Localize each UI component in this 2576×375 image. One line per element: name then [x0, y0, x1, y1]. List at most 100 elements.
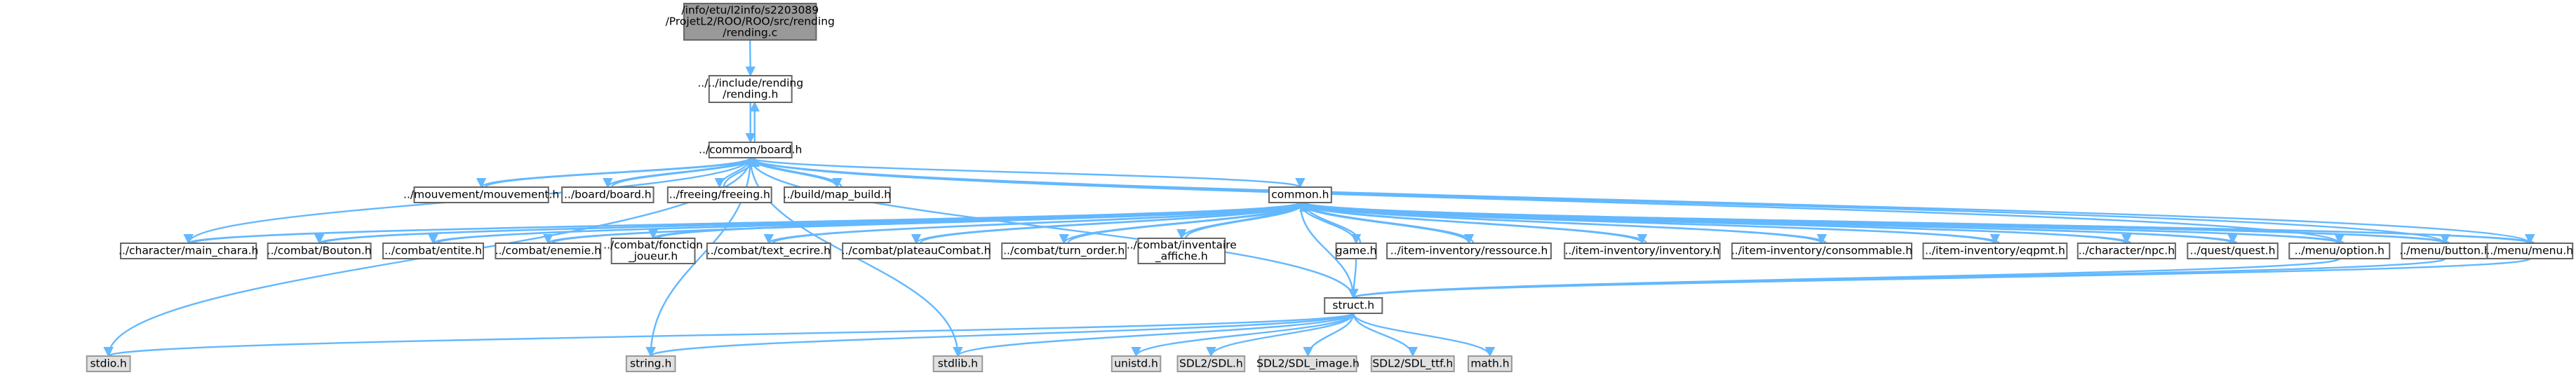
node-box — [2486, 243, 2574, 259]
node-box — [842, 243, 991, 259]
node-sdl[interactable]: SDL2/SDL.h — [1176, 355, 1246, 372]
node-box — [1324, 297, 1383, 314]
node-box — [706, 243, 831, 259]
node-inventory[interactable]: ../item-inventory/inventory.h — [1564, 243, 1721, 259]
node-label: string.h — [630, 357, 671, 370]
edge-game-to-struct — [1348, 258, 1359, 299]
node-root[interactable]: /info/etu/l2info/s2203089/ProjetL2/ROO/R… — [666, 3, 835, 41]
node-label: /info/etu/l2info/s2203089 — [681, 4, 819, 17]
node-box — [1111, 355, 1162, 372]
edge-board_common-to-option — [749, 156, 2344, 245]
node-entite[interactable]: ../combat/entite.h — [382, 243, 484, 259]
node-freeing[interactable]: ../freeing/freeing.h — [666, 186, 772, 203]
node-game[interactable]: game.h — [1335, 243, 1377, 259]
node-sdl_image[interactable]: SDL2/SDL_image.h — [1256, 355, 1360, 372]
node-bouton[interactable]: ../combat/Bouton.h — [267, 243, 372, 259]
edge-board_common-to-common — [749, 156, 1306, 189]
edge-mouvement-to-board_common — [484, 156, 760, 189]
node-rending_h[interactable]: ../../include/rending/rending.h — [697, 75, 803, 103]
node-menu[interactable]: ../menu/menu.h — [2486, 243, 2574, 259]
node-label: stdio.h — [90, 357, 126, 370]
node-ressource[interactable]: ../item-inventory/ressource.h — [1386, 243, 1552, 259]
node-text_ecrire[interactable]: ../combat/text_ecrire.h — [706, 243, 831, 259]
node-board_common[interactable]: ../common/board.h — [699, 142, 802, 158]
node-label: ../common/board.h — [699, 144, 802, 156]
node-box — [382, 243, 484, 259]
edge-option-to-struct — [1348, 257, 2340, 299]
node-box — [1922, 243, 2068, 259]
node-turn_order[interactable]: ../combat/turn_order.h — [1001, 243, 1127, 259]
node-stdlib[interactable]: stdlib.h — [932, 355, 984, 372]
node-box — [932, 355, 984, 372]
node-label: ../character/npc.h — [2079, 245, 2175, 257]
node-sdl_ttf[interactable]: SDL2/SDL_ttf.h — [1370, 355, 1455, 372]
node-board_board[interactable]: ../board/board.h — [561, 186, 655, 203]
node-label: ../combat/turn_order.h — [1003, 245, 1125, 258]
node-math[interactable]: math.h — [1468, 355, 1512, 372]
node-label: game.h — [1336, 245, 1377, 257]
edge-inventaire_affiche-to-common — [1185, 201, 1310, 239]
node-npc[interactable]: ../character/npc.h — [2077, 243, 2176, 259]
node-box — [1268, 186, 1332, 203]
edge-struct-to-stdio — [104, 312, 1355, 357]
edge-board_common-to-struct — [749, 157, 1359, 299]
node-label: ../combat/inventaire — [1127, 239, 1237, 252]
node-box — [784, 186, 891, 203]
node-eqpmt[interactable]: ../item-inventory/eqpmt.h — [1922, 243, 2068, 259]
node-common[interactable]: common.h — [1268, 186, 1332, 203]
node-box — [1468, 355, 1512, 372]
node-box — [610, 238, 696, 264]
edge-struct-to-unistd — [1131, 313, 1355, 357]
edge-struct-to-math — [1353, 313, 1496, 357]
node-box — [561, 186, 655, 203]
node-box — [2288, 243, 2391, 259]
node-label: ../board/board.h — [564, 189, 652, 201]
edge-board_board-to-board_common — [611, 156, 760, 188]
node-box — [2077, 243, 2176, 259]
node-box — [666, 186, 772, 203]
edge-menu-to-struct — [1348, 257, 2531, 299]
node-mouvement[interactable]: ../mouvement/mouvement.h — [403, 186, 559, 203]
node-plateau[interactable]: ../combat/plateauCombat.h — [841, 243, 991, 259]
node-main_chara[interactable]: ../character/main_chara.h — [119, 243, 258, 259]
node-box — [1001, 243, 1127, 259]
node-fonction_joueur[interactable]: ../combat/fonction_joueur.h — [603, 238, 703, 264]
node-inventaire_affiche[interactable]: ../combat/inventaire_affiche.h — [1127, 238, 1237, 264]
node-box — [708, 75, 793, 103]
node-map_build[interactable]: ../build/map_build.h — [784, 186, 891, 203]
node-label: ../combat/text_ecrire.h — [707, 245, 831, 258]
edge-ressource-to-common — [1299, 201, 1475, 244]
node-option[interactable]: ../menu/option.h — [2288, 243, 2391, 259]
edge-fonction_joueur-to-common — [656, 201, 1310, 240]
node-box — [86, 355, 131, 372]
node-enemie[interactable]: ../combat/enemie.h — [495, 243, 602, 259]
node-box — [1564, 243, 1721, 259]
node-box — [1386, 243, 1552, 259]
node-label: _affiche.h — [1155, 250, 1208, 264]
node-quest[interactable]: ../quest/quest.h — [2187, 243, 2279, 259]
node-label: /rending.c — [723, 27, 777, 39]
node-box — [1176, 355, 1246, 372]
node-struct[interactable]: struct.h — [1324, 297, 1383, 314]
node-string[interactable]: string.h — [625, 355, 676, 372]
edge-struct-to-sdl_ttf — [1353, 313, 1418, 357]
node-label: SDL2/SDL.h — [1179, 357, 1243, 370]
edge-map_build-to-board_common — [749, 156, 843, 188]
node-label: ../menu/menu.h — [2486, 245, 2573, 257]
node-unistd[interactable]: unistd.h — [1111, 355, 1162, 372]
node-label: ../item-inventory/consommable.h — [1731, 245, 1912, 257]
node-box — [683, 3, 817, 41]
node-button[interactable]: ../menu/button.h — [2399, 243, 2491, 259]
node-box — [1137, 238, 1226, 264]
edge-npc-to-common — [1299, 201, 2132, 245]
node-label: ../menu/button.h — [2399, 245, 2490, 257]
node-box — [267, 243, 372, 259]
node-label: ../mouvement/mouvement.h — [403, 189, 559, 201]
edge-plateau-to-common — [919, 201, 1310, 245]
node-label: unistd.h — [1114, 357, 1158, 370]
node-label: ../../include/rending — [697, 77, 803, 90]
node-consommable[interactable]: ../item-inventory/consommable.h — [1731, 243, 1912, 259]
node-stdio[interactable]: stdio.h — [86, 355, 131, 372]
edge-struct-to-stdlib — [953, 312, 1355, 357]
edge-struct-to-sdl_image — [1303, 313, 1355, 357]
